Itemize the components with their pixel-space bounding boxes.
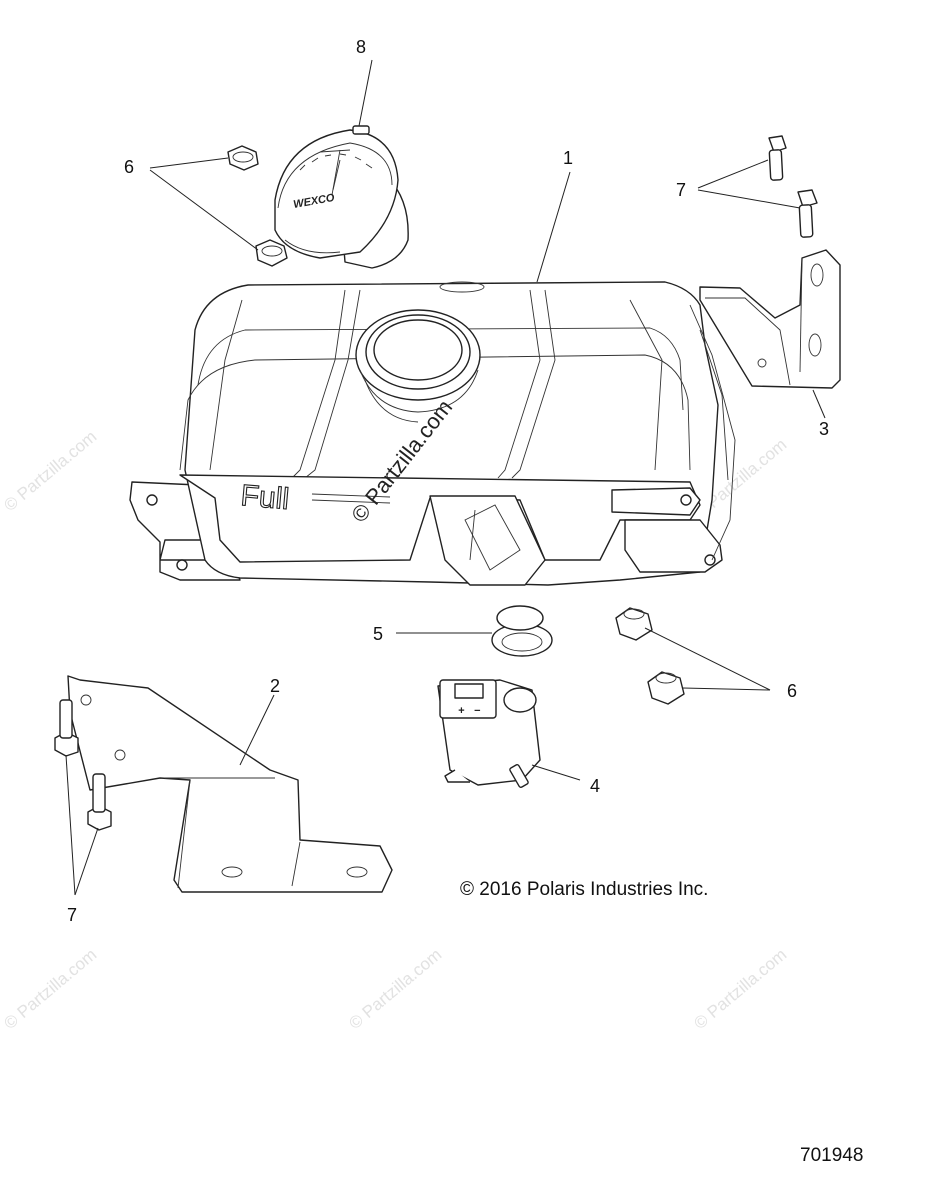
faint-watermark: © Partzilla.com [0,427,100,515]
callouts: 8 1 6 7 3 5 2 6 4 7 [67,37,829,925]
callout-6: 6 [787,681,797,701]
part-left-bracket [67,675,393,893]
copyright-notice: © 2016 Polaris Industries Inc. [460,879,708,900]
tank-full-marking: Full [239,479,290,516]
part-right-bracket [699,249,841,389]
leader-lines [65,59,826,896]
part-bolt [54,699,112,831]
part-radiator-cap: WEXCO [274,125,409,269]
part-bolt [768,135,818,238]
part-flange-nut [227,145,288,267]
part-flange-nut [615,607,685,705]
part-level-switch: + − [437,679,541,788]
callout-4: 4 [590,776,600,796]
callout-2: 2 [270,676,280,696]
faint-watermark: © Partzilla.com [345,945,445,1033]
callout-7: 7 [676,180,686,200]
callout-8: 8 [356,37,366,57]
part-coolant-tank: Full [129,281,736,586]
callout-5: 5 [373,624,383,644]
part-grommet [491,605,553,657]
callout-7: 7 [67,905,77,925]
faint-watermark: © Partzilla.com [690,945,790,1033]
callout-3: 3 [819,419,829,439]
callout-6: 6 [124,157,134,177]
diagram-part-number: 701948 [800,1145,863,1166]
faint-watermark: © Partzilla.com [0,945,100,1033]
switch-plus: + [458,705,465,717]
switch-minus: − [474,705,481,717]
callout-1: 1 [563,148,573,168]
